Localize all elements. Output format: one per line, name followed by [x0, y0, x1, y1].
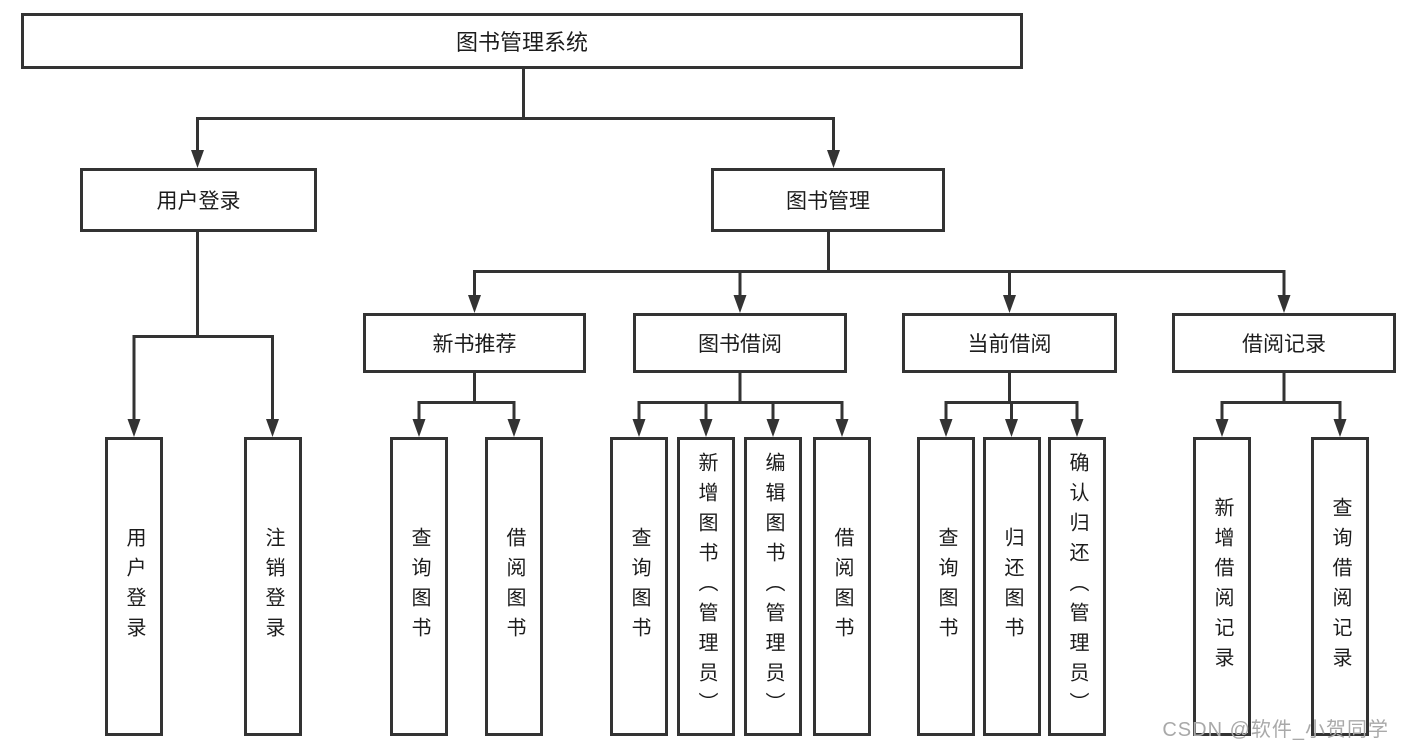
node-library-management-system: 图书管理系统	[21, 13, 1023, 69]
leaf-logout: 注销登录	[244, 437, 302, 736]
node-borrowing-records: 借阅记录	[1172, 313, 1396, 373]
leaf-borrow-books-borrowing: 借阅图书	[813, 437, 871, 736]
node-user-login: 用户登录	[80, 168, 317, 232]
leaf-return-books: 归还图书	[983, 437, 1041, 736]
leaf-add-books-admin: 新增图书（管理员）	[677, 437, 735, 736]
node-book-borrowing: 图书借阅	[633, 313, 847, 373]
leaf-query-books-current: 查询图书	[917, 437, 975, 736]
leaf-query-books-borrowing: 查询图书	[610, 437, 668, 736]
leaf-add-borrow-record: 新增借阅记录	[1193, 437, 1251, 736]
leaf-confirm-return-admin: 确认归还（管理员）	[1048, 437, 1106, 736]
leaf-query-books-recommendation: 查询图书	[390, 437, 448, 736]
watermark: CSDN @软件_小贺同学	[1162, 719, 1389, 741]
node-new-book-recommendation: 新书推荐	[363, 313, 586, 373]
leaf-borrow-books-recommendation: 借阅图书	[485, 437, 543, 736]
leaf-query-borrow-record: 查询借阅记录	[1311, 437, 1369, 736]
node-current-borrowing: 当前借阅	[902, 313, 1117, 373]
node-book-management: 图书管理	[711, 168, 945, 232]
connector-lines	[132, 69, 1342, 420]
leaf-user-login: 用户登录	[105, 437, 163, 736]
leaf-edit-books-admin: 编辑图书（管理员）	[744, 437, 802, 736]
